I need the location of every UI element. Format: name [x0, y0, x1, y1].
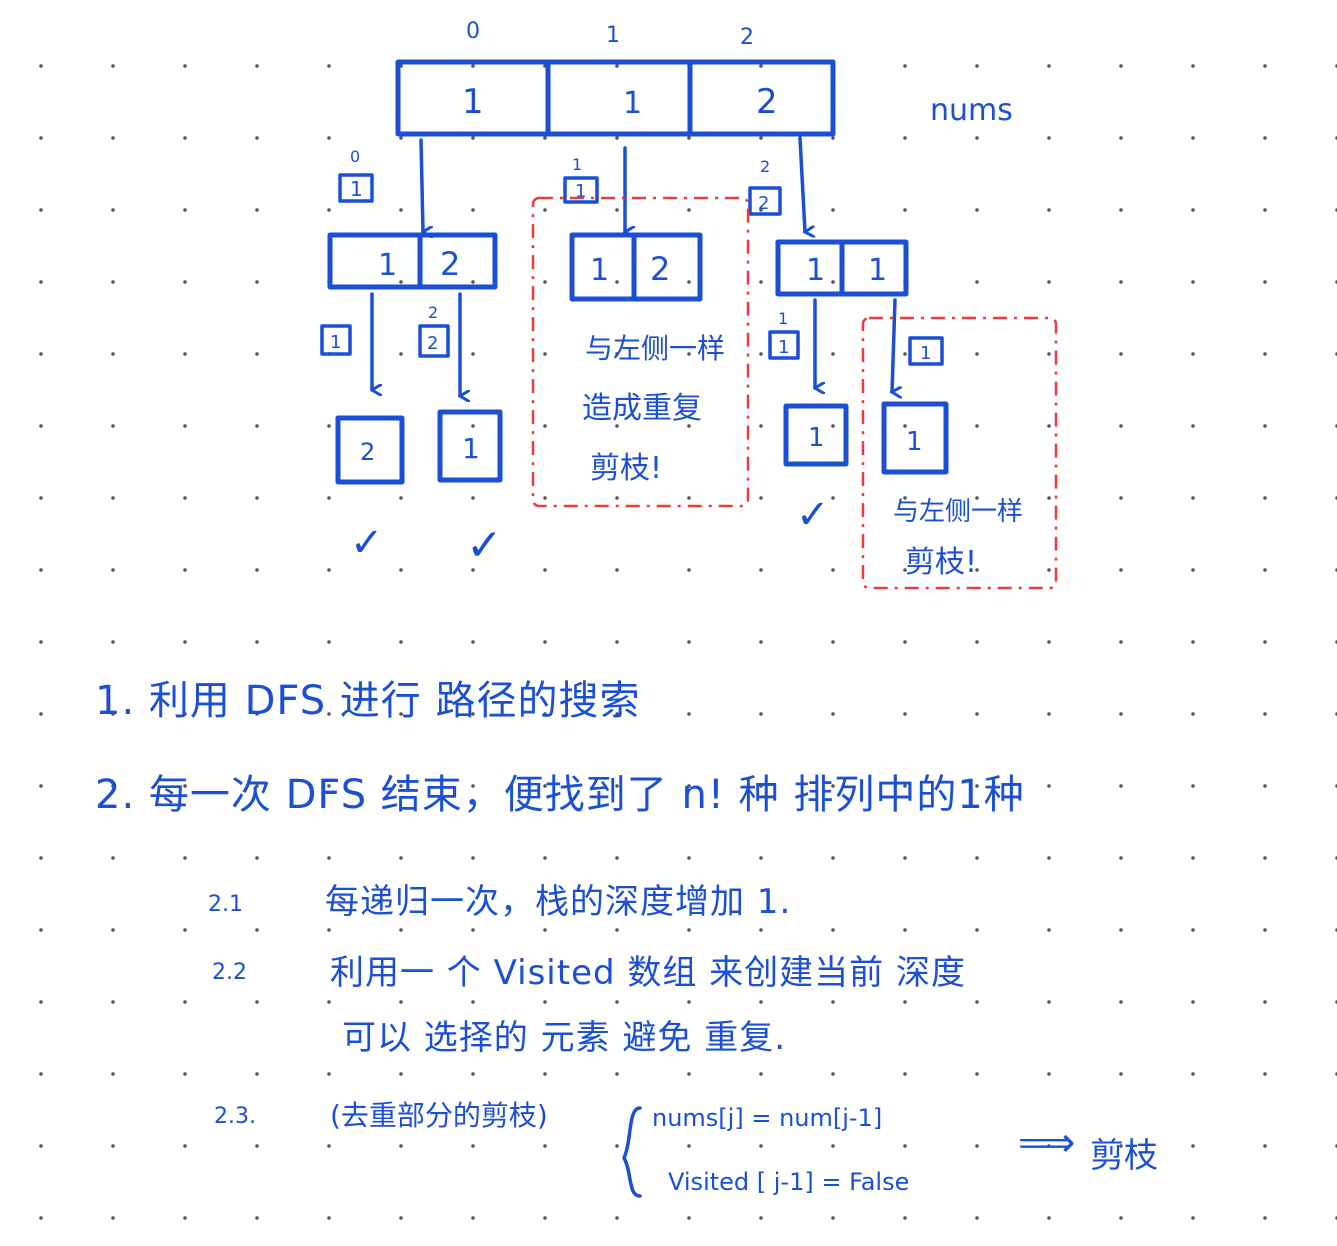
pruned-right-line-1: 与左侧一样: [893, 497, 1023, 527]
svg-text:1: 1: [906, 427, 923, 457]
svg-text:1: 1: [808, 423, 825, 453]
nums-array: 1 1 2: [395, 59, 836, 137]
note-2-2-line-1: 利用一 个 Visited 数组 来创建当前 深度: [330, 953, 966, 993]
condition-brace: [622, 1106, 642, 1198]
svg-text:2: 2: [440, 245, 460, 283]
note-2: 2. 每一次 DFS 结束，便找到了 n! 种 排列中的1种: [95, 772, 1025, 818]
branch-marker-3: 1: [320, 324, 352, 356]
note-2-3-number: 2.3.: [214, 1104, 256, 1129]
implies-arrow: ⟹: [1018, 1120, 1076, 1166]
note-2-1-number: 2.1: [208, 892, 243, 917]
pruned-middle-line-3: 剪枝!: [590, 451, 662, 486]
pruned-middle-line-2: 造成重复: [582, 391, 702, 426]
svg-text:1: 1: [868, 253, 887, 288]
svg-text:2: 2: [650, 250, 670, 288]
branch-pick-2: 2: [758, 193, 769, 214]
svg-text:1: 1: [330, 332, 341, 353]
branch-index-2: 2: [760, 157, 770, 176]
svg-text:2: 2: [428, 303, 438, 322]
branch-index-0: 0: [350, 147, 360, 166]
index-label-1: 1: [606, 23, 620, 48]
index-label-2: 2: [740, 25, 754, 50]
svg-text:1: 1: [378, 248, 397, 283]
pruned-region-right: [861, 316, 1058, 590]
leaf-node-0: 2: [335, 415, 405, 485]
svg-text:1: 1: [590, 253, 609, 288]
note-2-2-number: 2.2: [212, 960, 247, 985]
pruned-region-middle: [531, 196, 750, 508]
svg-text:1: 1: [778, 337, 789, 358]
note-2-2-line-2: 可以 选择的 元素 避免 重复.: [342, 1018, 787, 1058]
svg-text:1: 1: [806, 253, 825, 288]
arrow-to-node-2: [798, 136, 805, 232]
branch-pick-0: 1: [350, 177, 363, 201]
branch-marker-0: 0 1: [338, 147, 374, 203]
check-mark-2: ✓: [796, 492, 830, 538]
note-2-1: 每递归一次，栈的深度增加 1.: [325, 882, 792, 922]
branch-marker-4: 2 2: [418, 303, 450, 358]
branch-marker-2: 2 2: [748, 157, 782, 216]
leaf-node-1: 1: [437, 409, 503, 483]
svg-text:1: 1: [920, 343, 931, 364]
prune-result: 剪枝: [1090, 1136, 1158, 1176]
svg-text:2: 2: [360, 438, 375, 466]
note-2-3: (去重部分的剪枝): [330, 1099, 548, 1132]
check-mark-1: ✓: [466, 520, 503, 571]
level1-node-0: 1 2: [327, 232, 498, 290]
nums-cell-1: 1: [623, 86, 642, 121]
branch-index-1: 1: [572, 155, 582, 174]
branch-marker-5: 1 1: [768, 309, 800, 360]
condition-2: Visited [ j-1] = False: [668, 1168, 910, 1196]
pruned-right-line-2: 剪枝!: [905, 545, 977, 580]
check-mark-0: ✓: [350, 520, 384, 566]
level1-node-1: 1 2: [569, 232, 703, 302]
condition-1: nums[j] = num[j-1]: [652, 1104, 883, 1132]
pruned-middle-line-1: 与左侧一样: [585, 332, 725, 365]
arrow-to-leaf-3: [892, 298, 895, 392]
arrow-to-node-0: [419, 138, 423, 232]
note-1: 1. 利用 DFS 进行 路径的搜索: [95, 678, 641, 724]
nums-label: nums: [930, 93, 1013, 128]
svg-text:2: 2: [427, 333, 438, 354]
nums-cell-2: 2: [756, 82, 778, 122]
leaf-node-3: 1: [881, 401, 949, 475]
branch-marker-6: 1: [908, 336, 944, 366]
svg-text:1: 1: [778, 309, 788, 328]
nums-cell-0: 1: [462, 82, 484, 122]
index-label-0: 0: [466, 19, 480, 44]
svg-text:1: 1: [462, 432, 480, 465]
leaf-node-2: 1: [783, 403, 849, 467]
branch-pick-1: 1: [575, 181, 586, 202]
branch-marker-1: 1 1: [563, 155, 599, 204]
level1-node-2: 1 1: [775, 239, 909, 297]
